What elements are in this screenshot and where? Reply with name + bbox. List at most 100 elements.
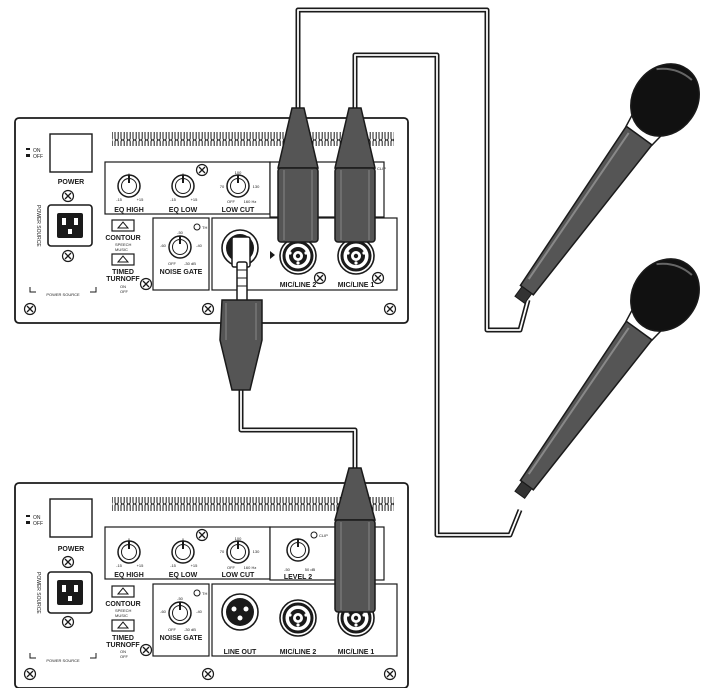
bottom-power-source-bottom: POWER SOURCE	[46, 658, 80, 663]
svg-text:OFF: OFF	[120, 289, 129, 294]
svg-text:0: 0	[182, 172, 185, 177]
bottom-contour-label: CONTOUR	[105, 601, 140, 608]
svg-text:0: 0	[128, 537, 131, 542]
top-eq-low-label: EQ LOW	[169, 207, 198, 214]
svg-text:OFF: OFF	[227, 565, 236, 570]
top-noise-gate-knob[interactable]	[168, 235, 192, 259]
top-on-label: ON	[33, 148, 41, 154]
bottom-mic-line-1-label: MIC/LINE 1	[338, 649, 375, 656]
bottom-mic-line-2-label: MIC/LINE 2	[280, 649, 317, 656]
xlr-plug-mic-line-1-top	[334, 107, 376, 243]
svg-text:70: 70	[220, 549, 225, 554]
bottom-power-label: POWER	[58, 546, 84, 553]
bottom-noise-gate-label: NOISE GATE	[160, 635, 203, 642]
bottom-contour-button[interactable]	[111, 585, 135, 598]
top-mic-line-1-jack[interactable]	[336, 236, 376, 276]
svg-text:+15: +15	[191, 563, 199, 568]
top-mic-line-2-jack[interactable]	[278, 236, 318, 276]
xlr-plug-mic-line-1-bottom	[334, 467, 376, 613]
svg-text:TIMED: TIMED	[112, 269, 134, 276]
svg-text:-30 dB: -30 dB	[184, 627, 196, 632]
svg-text:CLIP: CLIP	[377, 166, 386, 171]
bottom-power-switch[interactable]	[49, 498, 93, 538]
svg-text:0: 0	[182, 537, 185, 542]
svg-text:TH: TH	[202, 225, 207, 230]
svg-text:TH: TH	[202, 591, 207, 596]
svg-text:+15: +15	[191, 197, 199, 202]
svg-text:TIMED: TIMED	[112, 635, 134, 642]
top-timed-turnoff-label: TURNOFF	[106, 276, 140, 283]
top-contour-label: CONTOUR	[105, 235, 140, 242]
bottom-eq-high-knob[interactable]	[117, 540, 141, 564]
top-vent-grille	[112, 132, 394, 146]
bottom-on-label: ON	[33, 515, 41, 521]
top-power-source-vertical: POWER SOURCE	[35, 205, 41, 247]
top-timed-turnoff-button[interactable]	[111, 253, 135, 266]
svg-text:SPEECH: SPEECH	[115, 242, 132, 247]
top-off-label: OFF	[33, 154, 43, 160]
top-eq-low-knob[interactable]	[171, 174, 195, 198]
svg-text:OFF: OFF	[227, 199, 236, 204]
svg-text:50 dB: 50 dB	[305, 567, 316, 572]
bottom-level-2-knob[interactable]	[286, 538, 310, 562]
microphone-lower	[514, 258, 700, 500]
bottom-timed-turnoff-label: TURNOFF	[106, 642, 140, 649]
svg-text:160 Hz: 160 Hz	[244, 199, 257, 204]
bottom-eq-low-label: EQ LOW	[169, 572, 198, 579]
top-eq-high-knob[interactable]	[117, 174, 141, 198]
bottom-off-label: OFF	[33, 521, 43, 527]
bottom-low-cut-knob[interactable]	[226, 540, 250, 564]
svg-text:+15: +15	[137, 197, 145, 202]
svg-text:ON: ON	[120, 649, 126, 654]
svg-text:OFF: OFF	[120, 654, 129, 659]
svg-text:160 Hz: 160 Hz	[244, 565, 257, 570]
top-mic-line-1-label: MIC/LINE 1	[338, 282, 375, 289]
svg-text:OFF: OFF	[168, 261, 177, 266]
top-contour-button[interactable]	[111, 219, 135, 232]
svg-text:-60: -60	[160, 609, 167, 614]
bottom-noise-gate-panel	[152, 583, 210, 657]
bottom-power-source-vertical: POWER SOURCE	[35, 572, 41, 614]
svg-text:-40: -40	[196, 609, 203, 614]
cables	[238, 7, 531, 538]
bottom-level-2-label: LEVEL 2	[284, 574, 312, 581]
top-low-cut-knob[interactable]	[226, 174, 250, 198]
svg-text:MUSIC: MUSIC	[115, 247, 128, 252]
svg-text:-60: -60	[160, 243, 167, 248]
bottom-line-out-jack[interactable]	[221, 593, 259, 631]
bottom-eq-low-knob[interactable]	[171, 540, 195, 564]
xlr-plug-line-out-top	[219, 236, 263, 391]
bottom-unit: ON OFF POWER POWER SOURCE POWER SOURCE 0…	[14, 482, 409, 689]
top-power-label: POWER	[58, 179, 84, 186]
svg-text:-15: -15	[116, 197, 123, 202]
svg-text:-15: -15	[116, 563, 123, 568]
svg-text:130: 130	[253, 184, 260, 189]
svg-text:+15: +15	[137, 563, 145, 568]
bottom-mic-line-2-jack[interactable]	[278, 598, 318, 638]
bottom-noise-gate-knob[interactable]	[168, 601, 192, 625]
svg-text:-15: -15	[170, 563, 177, 568]
svg-text:OFF: OFF	[168, 627, 177, 632]
top-power-source-bottom: POWER SOURCE	[46, 292, 80, 297]
svg-text:70: 70	[220, 184, 225, 189]
svg-text:0: 0	[128, 172, 131, 177]
bottom-vent-grille	[112, 497, 394, 511]
xlr-plug-mic-line-2-top	[277, 107, 319, 243]
svg-text:-15: -15	[170, 197, 177, 202]
svg-text:MUSIC: MUSIC	[115, 613, 128, 618]
svg-text:100: 100	[235, 170, 242, 175]
svg-text:SPEECH: SPEECH	[115, 608, 132, 613]
svg-text:100: 100	[235, 536, 242, 541]
svg-text:-40: -40	[196, 243, 203, 248]
svg-text:130: 130	[253, 549, 260, 554]
top-eq-high-label: EQ HIGH	[114, 207, 144, 214]
top-power-switch[interactable]	[49, 133, 93, 173]
svg-text:-50: -50	[284, 567, 291, 572]
top-noise-gate-label: NOISE GATE	[160, 269, 203, 276]
svg-text:-50: -50	[177, 596, 184, 601]
bottom-line-out-label: LINE OUT	[224, 649, 257, 656]
bottom-timed-turnoff-button[interactable]	[111, 619, 135, 632]
top-low-cut-label: LOW CUT	[222, 207, 255, 214]
